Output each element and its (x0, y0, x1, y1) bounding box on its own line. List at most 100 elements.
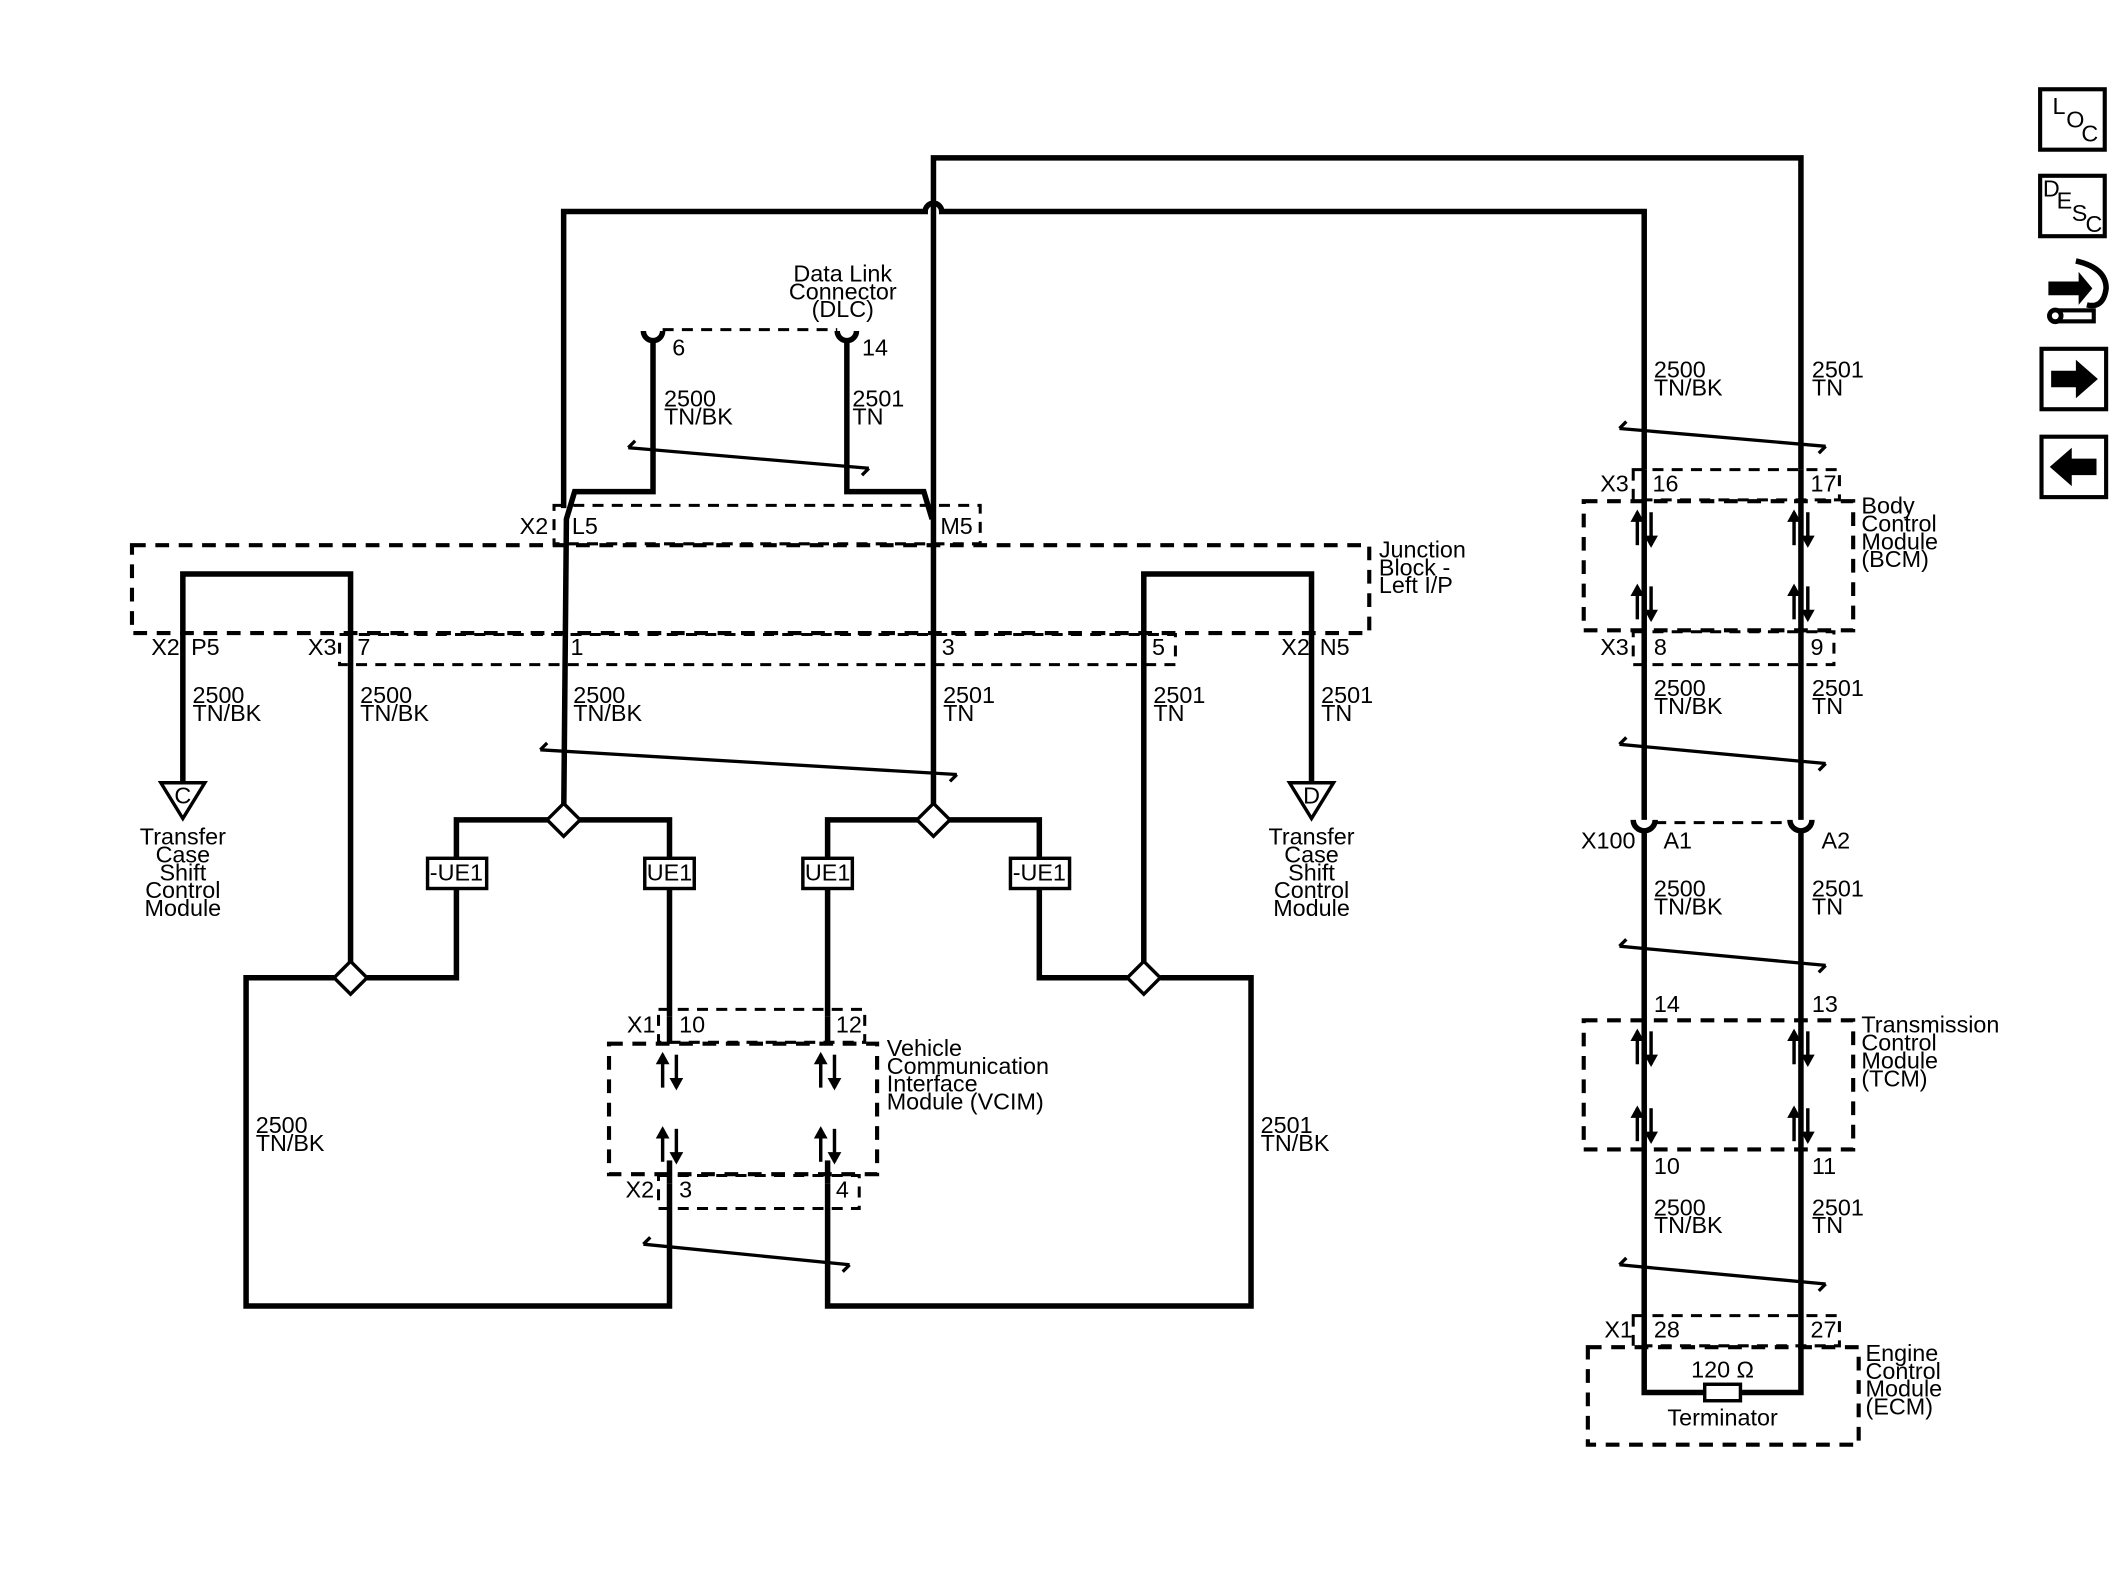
wire-num: 2500 (1654, 1194, 1706, 1220)
option-label: UE1 (647, 859, 692, 885)
terminator-label: Terminator (1667, 1404, 1778, 1430)
jb-title-2: Block - (1379, 554, 1450, 580)
pin-7: 7 (357, 634, 370, 660)
previous-page-button[interactable] (2039, 434, 2109, 500)
dlc-title-3: (DLC) (812, 296, 874, 322)
wire-num: 2500 (360, 682, 412, 708)
wire-color: TN (1153, 700, 1184, 726)
connector-x3: X3 (1600, 471, 1629, 497)
tcm-title-4: (TCM) (1861, 1065, 1927, 1091)
tcscm-title-1: Transfer (1268, 824, 1354, 850)
wire-num: 2500 (1654, 876, 1706, 902)
wire-color: TN (852, 403, 883, 429)
transfer-case-right: D Transfer Case Shift Control Module (1268, 781, 1355, 921)
vcim-title-3: Interface (887, 1071, 978, 1097)
ecm-title-2: Control (1866, 1358, 1941, 1384)
bcm-title-2: Control (1861, 510, 1936, 536)
vcim-title-1: Vehicle (887, 1035, 962, 1061)
wire-num: 2500 (256, 1112, 308, 1138)
dlc-pin-14: 14 (862, 335, 888, 361)
ecm-module: 120 Ω Terminator X1 28 27 Engine Control… (1585, 1314, 1943, 1447)
tcscm-title-5: Module (1273, 895, 1350, 921)
option-label: -UE1 (1013, 859, 1066, 885)
pin-3: 3 (942, 634, 955, 660)
option-neg-ue1 (425, 856, 489, 891)
wire-color: TN/BK (573, 700, 642, 726)
dlc-title-1: Data Link (793, 261, 892, 287)
connector-x1: X1 (627, 1012, 656, 1038)
pin-14: 14 (1654, 991, 1680, 1017)
wire-color: TN/BK (664, 403, 733, 429)
tcscm-title-5: Module (145, 895, 222, 921)
wire-color: TN (943, 700, 974, 726)
splice-diamond (544, 800, 583, 839)
pin-16: 16 (1652, 471, 1678, 497)
offpage-c-label: C (174, 782, 191, 808)
wire-num: 2501 (1812, 675, 1864, 701)
splice-diamond (1124, 958, 1163, 997)
ecm-title-4: (ECM) (1866, 1393, 1933, 1419)
dlc-connector: Data Link Connector (DLC) 6 14 2500 TN/B… (560, 261, 935, 824)
pin-11: 11 (1812, 1153, 1836, 1179)
tcscm-title-4: Control (145, 877, 220, 903)
wire-color: TN (1321, 700, 1352, 726)
loc-label-c: C (2081, 120, 2098, 146)
wire-num: 2501 (1812, 357, 1864, 383)
tcm-title-3: Module (1861, 1047, 1938, 1073)
junction-block: Junction Block - Left I/P X2 L5 M5 X2 P5… (129, 503, 1466, 667)
tcscm-title-3: Shift (159, 859, 206, 885)
wire-color: TN (1812, 375, 1843, 401)
wire-num: 2501 (1321, 682, 1373, 708)
connector-tool-icon[interactable] (2047, 258, 2109, 325)
wire-num: 2501 (1812, 876, 1864, 902)
loc-button[interactable]: L O C (2038, 87, 2107, 152)
wire-color: TN/BK (1261, 1130, 1330, 1156)
terminator-resistor (1702, 1382, 1743, 1403)
ecm-title-3: Module (1866, 1376, 1943, 1402)
pin-10: 10 (679, 1012, 705, 1038)
pin-28: 28 (1654, 1317, 1680, 1343)
bcm-title-3: Module (1861, 528, 1938, 554)
tcscm-title-2: Case (156, 841, 211, 867)
dlc-title-2: Connector (789, 278, 897, 304)
next-page-button[interactable] (2039, 346, 2109, 412)
desc-button[interactable]: D E S C (2038, 173, 2107, 239)
wire-num: 2501 (943, 682, 995, 708)
wire-num: 2500 (1654, 357, 1706, 383)
pin-1: 1 (571, 634, 584, 660)
jb-title-3: Left I/P (1379, 572, 1453, 598)
wire-color: TN (1812, 894, 1843, 920)
pin-27: 27 (1811, 1317, 1837, 1343)
vcim-title-2: Communication (887, 1053, 1049, 1079)
bcm-title-4: (BCM) (1861, 546, 1928, 572)
svg-text:E: E (2057, 188, 2073, 214)
dlc-pin-6: 6 (672, 335, 685, 361)
wire-color: TN/BK (1654, 375, 1723, 401)
ecm-title-1: Engine (1866, 1340, 1939, 1366)
pin-8: 8 (1654, 634, 1667, 660)
connector-x1: X1 (1604, 1317, 1633, 1343)
wire-color: TN/BK (1654, 894, 1723, 920)
wire-color: TN/BK (360, 700, 429, 726)
wire-color: TN/BK (1654, 1212, 1723, 1238)
wire-num: 2501 (1812, 1194, 1864, 1220)
tcm-title-2: Control (1861, 1030, 1936, 1056)
wire-num: 2500 (664, 386, 716, 412)
wire-color: TN (1812, 1212, 1843, 1238)
option-label: UE1 (805, 859, 850, 885)
option-label: -UE1 (430, 859, 483, 885)
tcscm-title-4: Control (1274, 877, 1349, 903)
wire-color: TN/BK (192, 700, 261, 726)
tcscm-title-3: Shift (1288, 859, 1335, 885)
connector-x3: X3 (308, 634, 337, 660)
bcm-module: X3 16 17 X3 8 9 Body Control Module (BCM… (1581, 468, 1938, 772)
splice-network: -UE1 UE1 UE1 -UE1 2500 TN/BK 2501 TN/BK (243, 800, 1330, 1309)
vcim-title-4: Module (VCIM) (887, 1089, 1044, 1115)
connector-x2: X2 (520, 513, 549, 539)
pin-9: 9 (1811, 634, 1824, 660)
splice-diamond (331, 958, 370, 997)
splice-diamond (914, 800, 953, 839)
pin-13: 13 (1812, 991, 1838, 1017)
wire-color: TN/BK (256, 1130, 325, 1156)
